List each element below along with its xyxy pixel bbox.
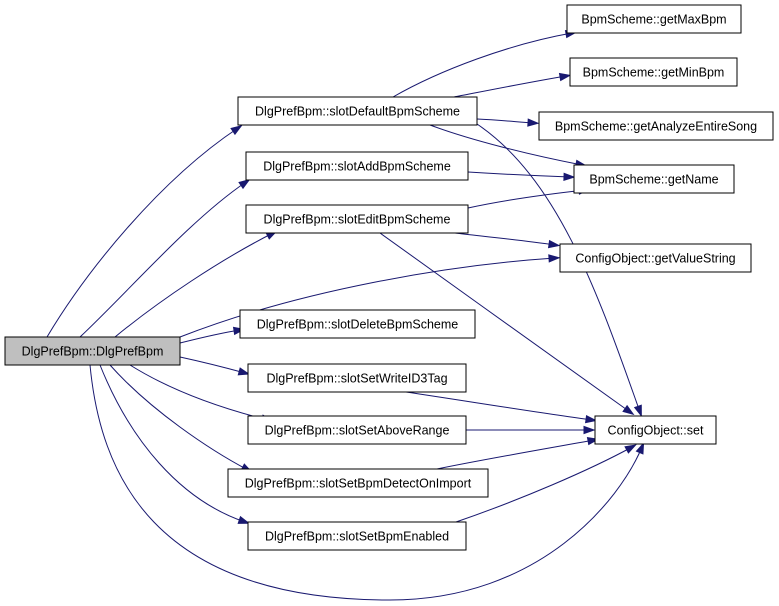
node-box — [569, 57, 738, 87]
node-label: DlgPrefBpm::slotEditBpmScheme — [264, 213, 451, 227]
arrowhead-slotDefault-to-getAnalyze — [527, 118, 540, 127]
node-box — [239, 309, 476, 339]
edge-root-to-slotDelete — [179, 329, 241, 344]
node-label: DlgPrefBpm::slotSetBpmDetectOnImport — [245, 477, 472, 491]
node-box — [245, 204, 469, 234]
node-slotAdd[interactable]: DlgPrefBpm::slotAddBpmScheme — [245, 151, 469, 181]
edge-root-to-slotEnabled — [99, 364, 246, 523]
node-box — [247, 415, 467, 445]
node-label: ConfigObject::set — [608, 424, 704, 438]
arrowhead-root-to-slotAdd — [238, 178, 251, 190]
node-slotAbove[interactable]: DlgPrefBpm::slotSetAboveRange — [247, 415, 467, 445]
arrowhead-root-to-getValueString — [548, 254, 561, 263]
node-box — [538, 111, 774, 141]
edge-root-to-slotDefault — [46, 127, 239, 338]
edge-slotDefault-to-getAnalyze — [476, 118, 535, 124]
edge-slotEnabled-to-set — [455, 446, 633, 523]
node-slotEnabled[interactable]: DlgPrefBpm::slotSetBpmEnabled — [247, 521, 467, 551]
arrowhead-slotAdd-to-getName — [563, 172, 576, 181]
node-box — [559, 243, 752, 273]
node-getMaxBpm[interactable]: BpmScheme::getMaxBpm — [566, 4, 742, 34]
node-label: DlgPrefBpm::DlgPrefBpm — [22, 345, 164, 359]
edge-slotDetect-to-set — [436, 439, 595, 470]
node-slotWrite[interactable]: DlgPrefBpm::slotSetWriteID3Tag — [247, 363, 467, 393]
node-slotDefault[interactable]: DlgPrefBpm::slotDefaultBpmScheme — [237, 96, 478, 126]
node-label: BpmScheme::getAnalyzeEntireSong — [555, 120, 757, 134]
node-label: DlgPrefBpm::slotDefaultBpmScheme — [255, 105, 460, 119]
edge-root-to-slotAdd — [79, 181, 247, 338]
edge-slotDefault-to-getMinBpm — [453, 75, 567, 98]
node-set[interactable]: ConfigObject::set — [594, 415, 717, 445]
edge-slotEdit-to-getValueString — [454, 232, 556, 246]
node-slotDelete[interactable]: DlgPrefBpm::slotDeleteBpmScheme — [239, 309, 476, 339]
arrowhead-slotEnabled-to-set — [624, 444, 637, 454]
arrowhead-root-to-slotDefault — [230, 124, 243, 136]
nodes-layer: DlgPrefBpm::DlgPrefBpm DlgPrefBpm::slotDe… — [4, 4, 774, 551]
edge-root-to-slotDetect — [109, 364, 249, 471]
arrowhead-root-to-slotWrite — [237, 367, 251, 376]
node-label: DlgPrefBpm::slotSetBpmEnabled — [265, 530, 449, 544]
node-label: BpmScheme::getMinBpm — [583, 66, 725, 80]
node-box — [247, 521, 467, 551]
edge-slotAdd-to-getName — [467, 171, 571, 178]
edge-root-to-set — [89, 364, 643, 601]
node-label: ConfigObject::getValueString — [575, 252, 735, 266]
edge-slotEdit-to-set — [379, 232, 631, 413]
node-box — [247, 363, 467, 393]
node-root[interactable]: DlgPrefBpm::DlgPrefBpm — [4, 336, 181, 366]
arrowhead-slotWrite-to-set — [584, 414, 598, 424]
node-label: BpmScheme::getMaxBpm — [581, 13, 726, 27]
node-label: DlgPrefBpm::slotDeleteBpmScheme — [257, 318, 459, 332]
arrowhead-slotAbove-to-set — [583, 425, 596, 435]
node-label: DlgPrefBpm::slotSetAboveRange — [265, 424, 450, 438]
node-box — [227, 468, 489, 498]
node-getValueString[interactable]: ConfigObject::getValueString — [559, 243, 752, 273]
node-box — [594, 415, 717, 445]
edge-root-to-slotEdit — [114, 232, 274, 338]
node-getAnalyze[interactable]: BpmScheme::getAnalyzeEntireSong — [538, 111, 774, 141]
node-box — [237, 96, 478, 126]
node-label: DlgPrefBpm::slotAddBpmScheme — [263, 160, 451, 174]
node-getName[interactable]: BpmScheme::getName — [573, 164, 735, 194]
edge-slotDefault-to-getMaxBpm — [392, 32, 573, 98]
node-box — [573, 164, 735, 194]
node-slotDetect[interactable]: DlgPrefBpm::slotSetBpmDetectOnImport — [227, 468, 489, 498]
arrowhead-slotEdit-to-set — [622, 404, 635, 416]
edge-root-to-slotWrite — [179, 356, 246, 374]
node-slotEdit[interactable]: DlgPrefBpm::slotEditBpmScheme — [245, 204, 469, 234]
node-label: DlgPrefBpm::slotSetWriteID3Tag — [266, 372, 447, 386]
edge-root-to-getValueString — [179, 257, 556, 338]
edge-slotDefault-to-getName — [429, 124, 583, 166]
arrowhead-slotDefault-to-set — [633, 404, 642, 418]
node-box — [566, 4, 742, 34]
edge-slotWrite-to-set — [405, 391, 593, 421]
edge-slotEdit-to-getName — [467, 189, 586, 209]
arrowhead-slotDefault-to-getMinBpm — [558, 72, 572, 82]
node-box — [4, 336, 181, 366]
node-label: BpmScheme::getName — [589, 173, 718, 187]
node-box — [245, 151, 469, 181]
arrowhead-root-to-set — [635, 441, 645, 455]
node-getMinBpm[interactable]: BpmScheme::getMinBpm — [569, 57, 738, 87]
arrowhead-slotEdit-to-getValueString — [547, 239, 561, 249]
arrowhead-root-to-slotEnabled — [237, 515, 251, 524]
